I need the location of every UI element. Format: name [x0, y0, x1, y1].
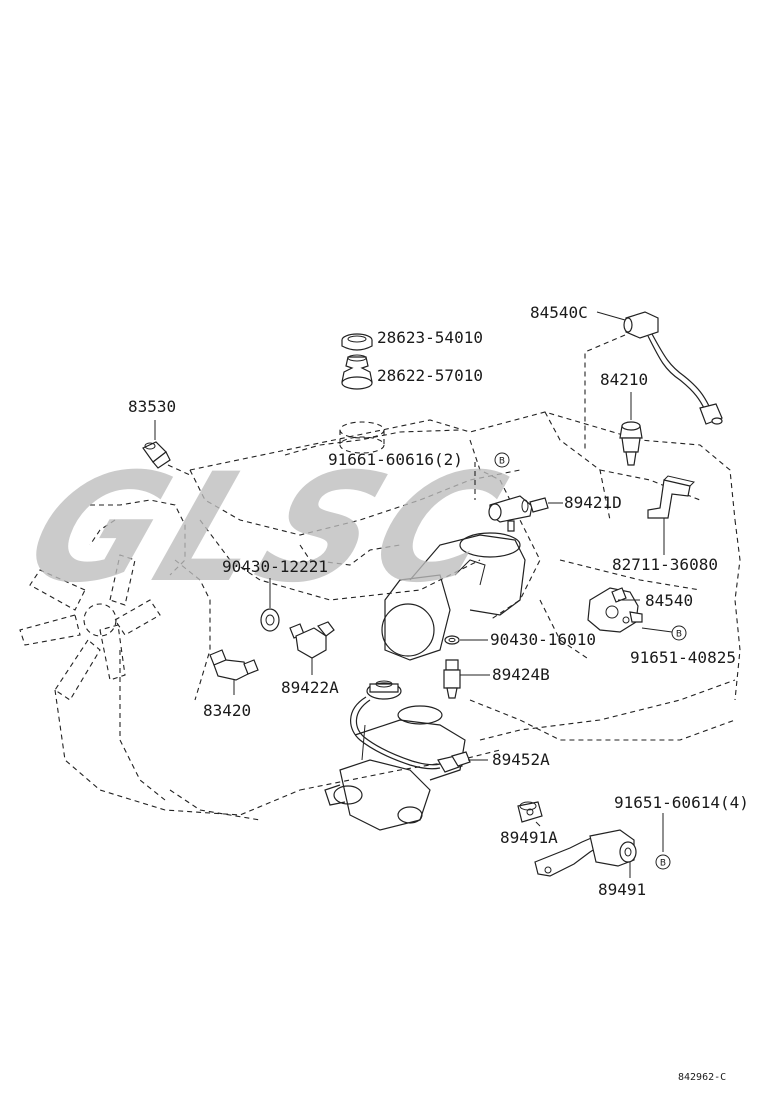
label-89424B: 89424B: [492, 665, 550, 684]
label-89452A: 89452A: [492, 750, 550, 769]
label-91661-60616: 91661-60616(2): [328, 450, 463, 469]
callout-B-91661: B: [494, 452, 510, 468]
label-83530: 83530: [128, 397, 176, 416]
leader-84540C-dashed: [584, 334, 626, 450]
part-83530-sender: [142, 441, 171, 469]
part-82711-36080-bracket: [647, 475, 695, 519]
engine-block-outline: [54, 411, 741, 821]
part-28622-57010: [341, 354, 373, 390]
label-84210: 84210: [600, 370, 648, 389]
part-89424B-sensor: [443, 659, 461, 699]
part-89421D-sensor: [488, 495, 549, 532]
label-90430-16010: 90430-16010: [490, 630, 596, 649]
label-89491A: 89491A: [500, 828, 558, 847]
part-89491A-grommet: [517, 801, 543, 823]
part-83420-sender: [209, 649, 259, 681]
label-84540C: 84540C: [530, 303, 588, 322]
label-84540: 84540: [645, 591, 693, 610]
part-90430-16010-washer: [444, 635, 460, 645]
part-84210-switch: [619, 421, 643, 466]
svg-text:B: B: [499, 457, 505, 467]
svg-text:B: B: [676, 630, 682, 640]
part-84540C-connector: [623, 311, 723, 425]
part-89491-sensor: [534, 829, 637, 877]
reference-code: 842962-C: [678, 1072, 726, 1083]
part-28623-54010: [341, 333, 373, 351]
label-89422A: 89422A: [281, 678, 339, 697]
label-83420: 83420: [203, 701, 251, 720]
water-outlet-housing: [381, 532, 526, 661]
part-89452A-sensor: [350, 680, 471, 773]
callout-B-91651-60614: B: [655, 854, 671, 870]
part-84540-switch: [587, 587, 643, 633]
label-82711-36080: 82711-36080: [612, 555, 718, 574]
label-91651-60614: 91651-60614(4): [614, 793, 749, 812]
svg-text:B: B: [660, 859, 666, 869]
part-89422A-sensor: [289, 621, 335, 659]
label-28622-57010: 28622-57010: [377, 366, 483, 385]
label-28623-54010: 28623-54010: [377, 328, 483, 347]
label-89421D: 89421D: [564, 493, 622, 512]
callout-B-91651-40825: B: [671, 625, 687, 641]
watermark-text: GLSC: [6, 441, 531, 616]
label-91651-40825: 91651-40825: [630, 648, 736, 667]
cooling-fan: [19, 554, 161, 701]
part-90430-12221-washer: [260, 608, 280, 632]
label-89491: 89491: [598, 880, 646, 899]
water-pipe-assembly: [324, 705, 466, 831]
label-90430-12221: 90430-12221: [222, 557, 328, 576]
watermark: GLSC: [6, 441, 531, 616]
